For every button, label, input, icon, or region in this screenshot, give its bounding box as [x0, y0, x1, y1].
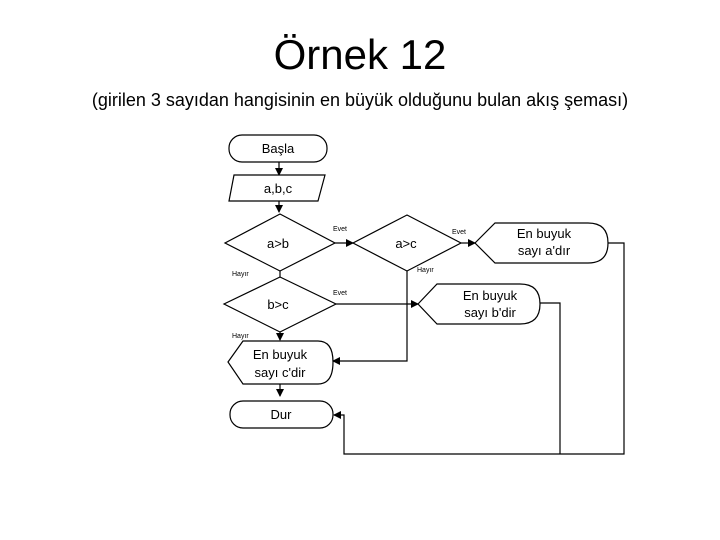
slide-title: Örnek 12 — [273, 31, 447, 78]
output-a-line-1: En buyuk — [517, 226, 572, 241]
edge-outa-to-end — [333, 242, 625, 455]
end-node-label: Dur — [271, 407, 293, 422]
decision-ab: a>b — [223, 213, 337, 272]
edge-labels: Evet Hayır Evet Hayır Evet Hayır — [232, 226, 466, 340]
output-c-line-2: sayı c'dir — [255, 365, 307, 380]
decision-ac-label: a>c — [395, 236, 417, 251]
label-no-ab: Hayır — [232, 271, 249, 278]
label-yes-bc: Evet — [333, 290, 347, 297]
end-node: Dur — [229, 400, 334, 429]
start-node-label: Başla — [262, 141, 295, 156]
input-node-label: a,b,c — [264, 181, 293, 196]
decision-ac: a>c — [351, 214, 463, 272]
label-no-bc: Hayır — [232, 333, 249, 340]
flow-edges — [275, 162, 625, 455]
input-node: a,b,c — [228, 174, 326, 202]
edge-ac-no — [332, 271, 408, 365]
decision-bc-label: b>c — [267, 297, 289, 312]
label-yes-ab: Evet — [333, 226, 347, 233]
decision-ab-label: a>b — [267, 236, 289, 251]
output-c-line-1: En buyuk — [253, 347, 308, 362]
output-b-line-1: En buyuk — [463, 288, 518, 303]
output-a-node: En buyuk sayı a'dır — [474, 222, 609, 264]
decision-bc: b>c — [222, 276, 338, 333]
output-b-line-2: sayı b'dir — [464, 305, 516, 320]
slide-subtitle: (girilen 3 sayıdan hangisinin en büyük o… — [91, 90, 629, 110]
label-yes-ac: Evet — [452, 229, 466, 236]
start-node: Başla — [228, 134, 328, 163]
edge-outb-to-end — [539, 302, 561, 454]
label-no-ac: Hayır — [417, 267, 434, 274]
output-a-line-2: sayı a'dır — [518, 243, 571, 258]
output-b-node: En buyuk sayı b'dir — [417, 283, 541, 325]
output-c-node: En buyuk sayı c'dir — [227, 340, 334, 385]
